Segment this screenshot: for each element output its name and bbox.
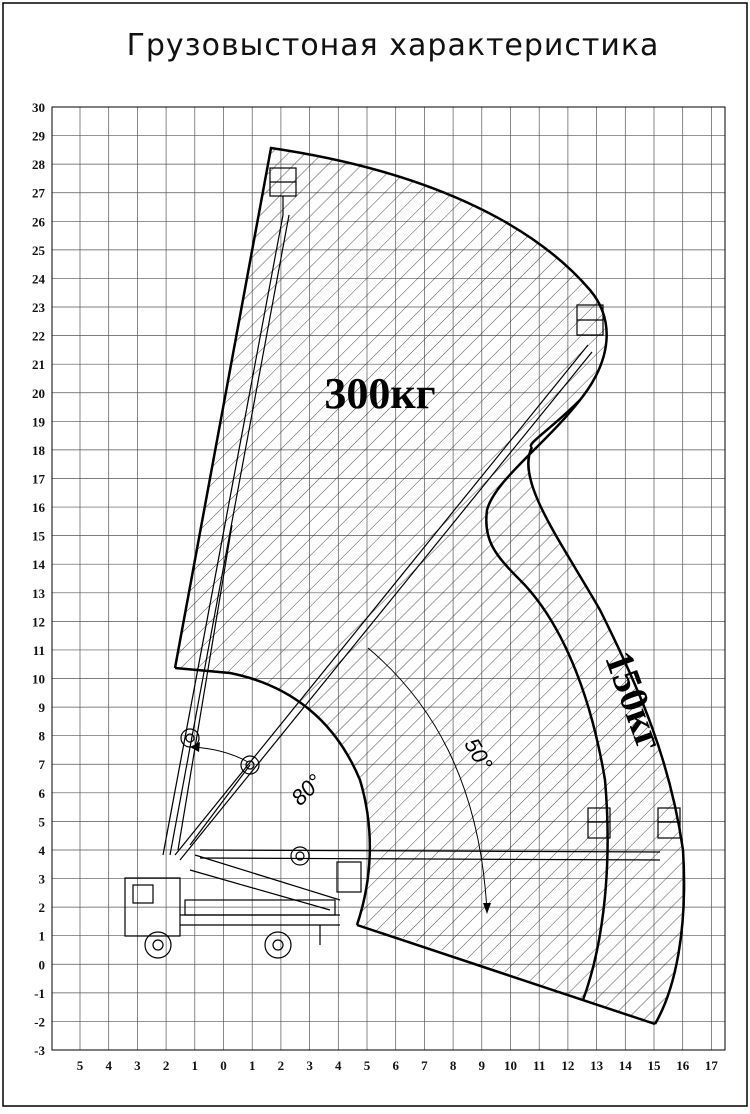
- boom-horizontal: [199, 807, 681, 893]
- x-tick-label: 14: [619, 1058, 633, 1073]
- y-tick-label: 30: [32, 100, 45, 115]
- x-tick-label: 3: [134, 1058, 141, 1073]
- y-tick-label: 13: [32, 586, 46, 601]
- inner-arc-boundary-line: [174, 666, 372, 926]
- x-tick-label: 1: [192, 1058, 199, 1073]
- x-tick-label: 11: [533, 1058, 545, 1073]
- x-tick-label: 8: [450, 1058, 457, 1073]
- x-tick-label: 16: [676, 1058, 690, 1073]
- x-tick-label: 3: [306, 1058, 313, 1073]
- y-tick-label: 28: [32, 157, 46, 172]
- angle-80-arc: [191, 746, 249, 763]
- y-tick-label: 17: [32, 471, 46, 486]
- y-tick-label: 3: [39, 872, 46, 887]
- boom-vertical: [162, 167, 297, 856]
- y-tick-label: 19: [32, 414, 46, 429]
- y-tick-label: 16: [32, 500, 46, 515]
- y-axis-ticks: 3029282726252423222120191817161514131211…: [32, 100, 46, 1058]
- x-tick-label: 4: [105, 1058, 112, 1073]
- x-tick-label: 12: [561, 1058, 574, 1073]
- x-tick-label: 9: [479, 1058, 486, 1073]
- plot-frame: [51, 106, 726, 1051]
- y-tick-label: 11: [33, 643, 45, 658]
- x-tick-label: 15: [648, 1058, 662, 1073]
- y-tick-label: 29: [32, 129, 46, 144]
- y-tick-label: 1: [39, 929, 46, 944]
- y-tick-label: 21: [32, 357, 45, 372]
- y-tick-label: 6: [39, 786, 46, 801]
- truck: [124, 854, 341, 959]
- y-tick-label: 22: [32, 329, 45, 344]
- zone-150kg-area: [486, 445, 685, 1024]
- x-tick-label: 5: [364, 1058, 371, 1073]
- y-tick-label: 8: [39, 729, 46, 744]
- x-tick-label: 2: [278, 1058, 285, 1073]
- angle-50-arc: [367, 647, 488, 913]
- outer-boundary-150-line: [527, 446, 686, 1025]
- y-tick-label: 14: [32, 557, 46, 572]
- y-tick-label: 25: [32, 243, 46, 258]
- x-tick-label: 17: [705, 1058, 719, 1073]
- x-tick-label: 7: [421, 1058, 428, 1073]
- x-tick-label: 2: [163, 1058, 170, 1073]
- y-tick-label: -2: [34, 1014, 45, 1029]
- x-tick-label: 13: [590, 1058, 604, 1073]
- y-tick-label: 20: [32, 386, 45, 401]
- y-tick-label: -3: [34, 1043, 45, 1058]
- y-tick-label: 4: [39, 843, 46, 858]
- y-tick-label: 12: [32, 614, 45, 629]
- x-tick-label: 10: [504, 1058, 517, 1073]
- x-tick-label: 6: [392, 1058, 399, 1073]
- x-tick-label: 0: [220, 1058, 227, 1073]
- x-tick-label: 1: [249, 1058, 256, 1073]
- chart-title: Грузовыстоная характеристика: [127, 28, 660, 63]
- outer-boundary-line: [173, 146, 608, 669]
- y-tick-label: -1: [34, 986, 45, 1001]
- x-tick-label: 5: [77, 1058, 84, 1073]
- y-tick-label: 5: [39, 814, 46, 829]
- y-tick-label: 2: [39, 900, 46, 915]
- zone-300kg-area: [175, 148, 608, 1000]
- y-tick-label: 24: [32, 271, 46, 286]
- zone-300kg-label: 300кг: [324, 369, 435, 418]
- y-tick-label: 7: [39, 757, 46, 772]
- y-tick-label: 10: [32, 672, 45, 687]
- boom-diagonal: [174, 304, 604, 861]
- bottom-boundary-line: [356, 923, 656, 1026]
- y-tick-label: 9: [39, 700, 46, 715]
- angle-80-label: 80°: [286, 769, 327, 810]
- y-tick-label: 27: [32, 186, 46, 201]
- y-tick-label: 23: [32, 300, 46, 315]
- y-tick-label: 18: [32, 443, 46, 458]
- y-tick-label: 26: [32, 214, 46, 229]
- boundary-300-150-line: [485, 399, 609, 1001]
- angle-50-arrowhead: [483, 903, 491, 914]
- y-tick-label: 0: [39, 957, 46, 972]
- y-tick-label: 15: [32, 529, 46, 544]
- x-tick-label: 4: [335, 1058, 342, 1073]
